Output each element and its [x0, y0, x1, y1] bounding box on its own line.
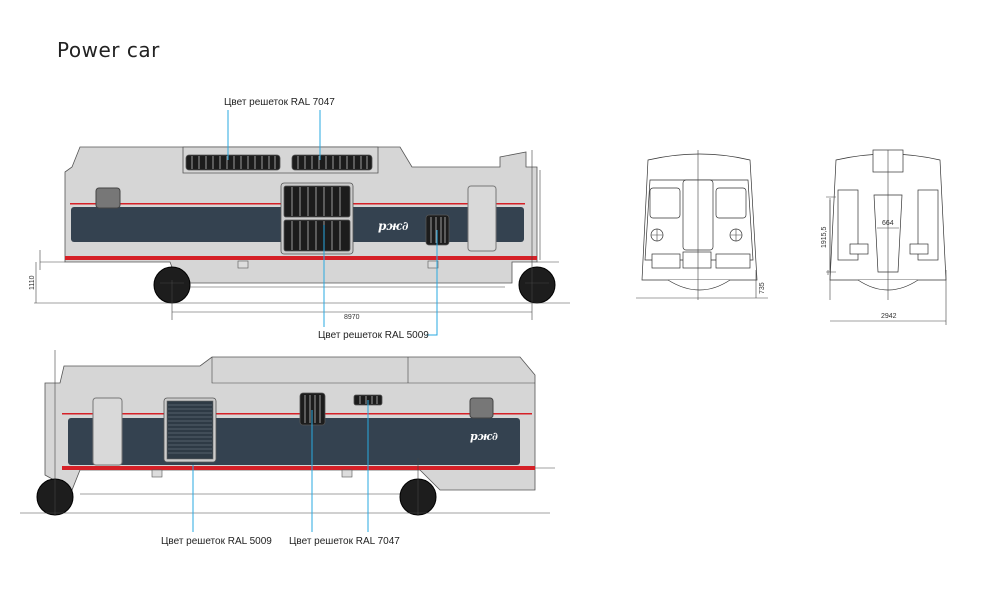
label-grille-ral-7047-bottom: Цвет решеток RAL 7047 — [289, 536, 400, 547]
door — [92, 397, 123, 466]
side-view-bottom: рж∂ Цвет решеток RAL 5009 Цвет решеток R… — [20, 350, 555, 547]
roof-grille-left — [185, 154, 281, 171]
window — [469, 397, 494, 419]
front-view: 735 — [636, 150, 768, 300]
wheel — [518, 266, 556, 304]
rzd-logo: рж∂ — [378, 219, 408, 233]
page-title: Power car — [57, 38, 160, 62]
window — [95, 187, 121, 209]
dim-width-2942: 2942 — [881, 313, 897, 320]
side-grille-large — [280, 182, 354, 255]
label-grille-ral-7047-top: Цвет решеток RAL 7047 — [224, 97, 335, 108]
dim-width-664: 664 — [882, 220, 894, 227]
label-grille-ral-5009-top: Цвет решеток RAL 5009 — [318, 330, 429, 341]
dim-height-1110: 1110 — [29, 275, 36, 290]
rzd-logo: рж∂ — [470, 430, 498, 443]
label-grille-ral-5009-bottom: Цвет решеток RAL 5009 — [161, 536, 272, 547]
dim-height-735: 735 — [759, 282, 766, 294]
side-grille-large — [163, 397, 217, 463]
dim-height-1915: 1915,5 — [821, 226, 828, 248]
side-view-top: рж∂ 8970 1110 Цвет решеток RAL 7047 Цвет… — [29, 97, 570, 341]
dim-length: 8970 — [344, 314, 360, 321]
rear-view: 1915,5 664 2942 — [821, 149, 947, 325]
roof-grille-right — [291, 154, 373, 171]
door — [467, 185, 497, 252]
